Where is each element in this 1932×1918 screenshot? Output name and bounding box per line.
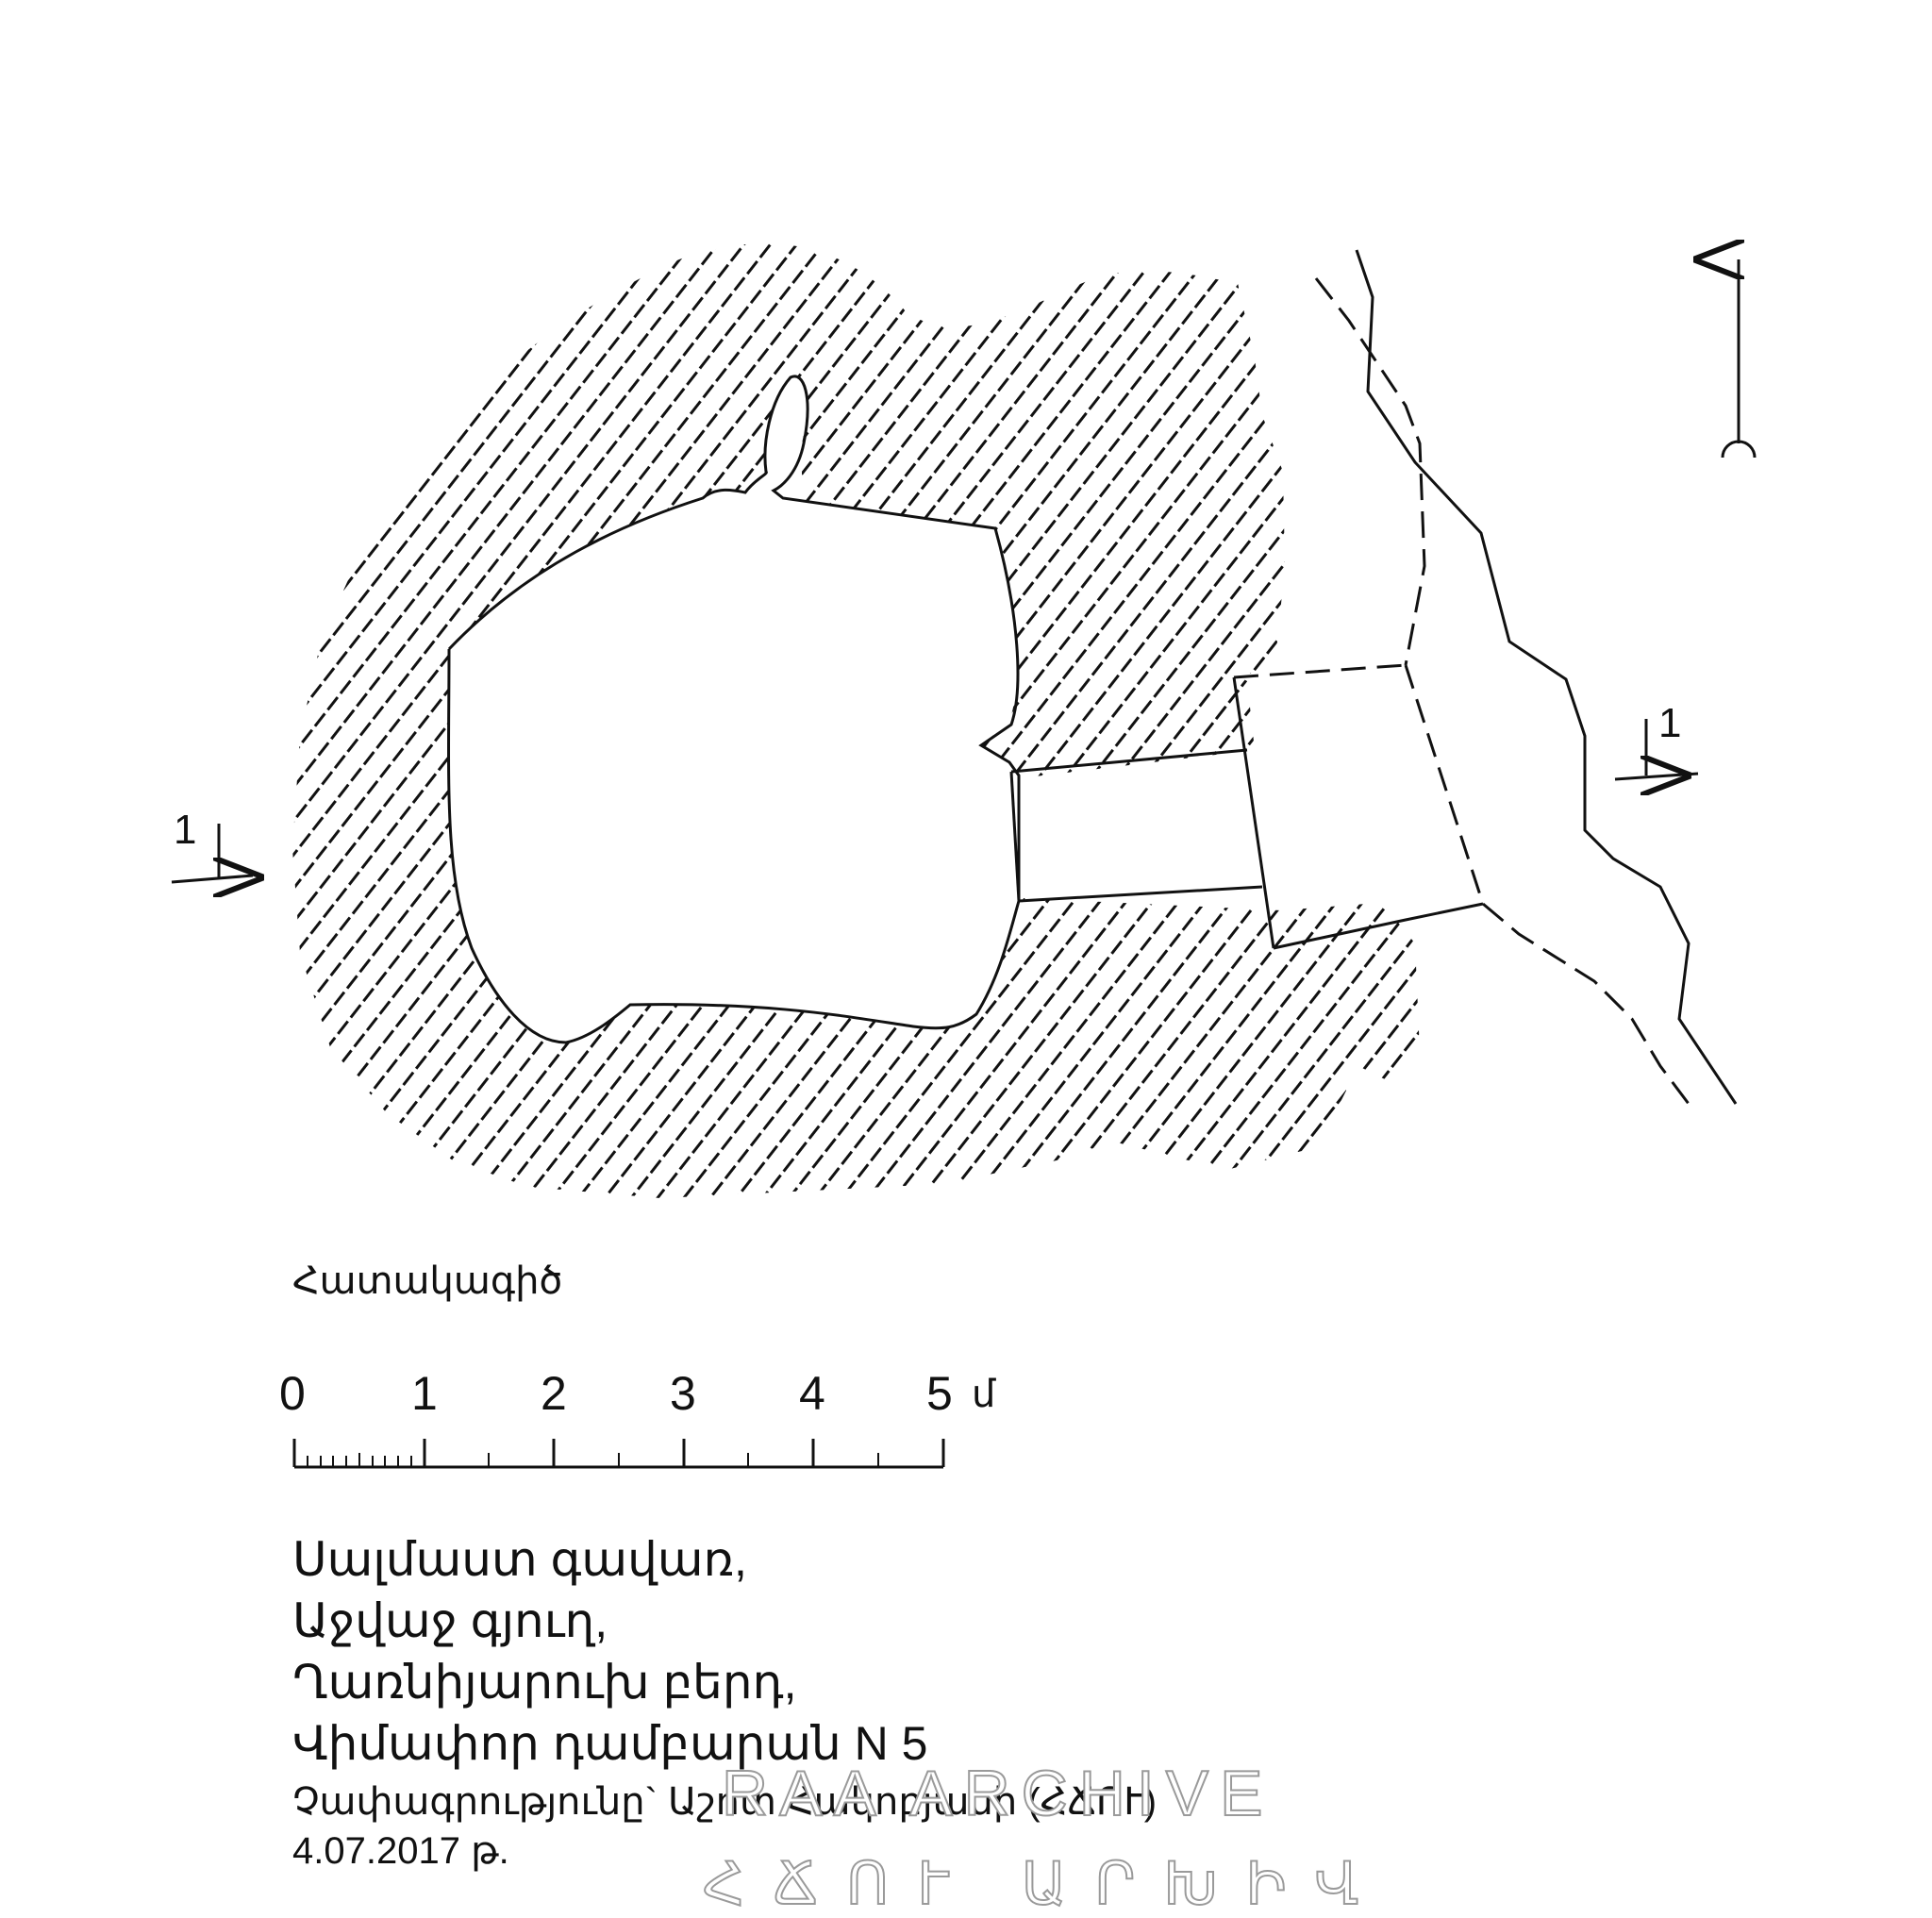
- north-arrow-icon: [1723, 259, 1757, 459]
- watermark-armenian: ՀՃՈՒ ԱՐԽԻՎ: [702, 1851, 1388, 1918]
- title-line-tomb: Վիմափոր դամբարան N 5: [292, 1717, 928, 1770]
- title-line-region: Սալմաստ գավառ,: [292, 1533, 747, 1586]
- scale-tick-label: 5: [926, 1367, 953, 1420]
- scale-tick-label: 0: [279, 1367, 306, 1420]
- credit-line: Չափագրությունը` Աշոտ Հակոբյանի (ՀՃՈՒ): [292, 1781, 1158, 1823]
- section-marker-left: [171, 824, 253, 882]
- plan-caption: Հատակագիծ: [292, 1260, 563, 1302]
- rock-hatching: [292, 243, 1420, 1198]
- title-line-fortress: Ղառնիյարուխ բերդ,: [292, 1656, 797, 1709]
- scale-tick-label: 4: [799, 1367, 825, 1420]
- scale-unit: մ: [972, 1374, 996, 1415]
- forecourt: [1232, 663, 1485, 950]
- section-label-left: 1: [174, 807, 197, 853]
- scale-tick-label: 3: [670, 1367, 696, 1420]
- date-line: 4.07.2017 թ.: [292, 1830, 509, 1872]
- chamber-outline: [447, 375, 1021, 1044]
- cliff-edge-lines: [1314, 249, 1738, 1105]
- title-line-village: Աջվաջ գյուղ,: [292, 1594, 608, 1647]
- scale-tick-label: 1: [411, 1367, 438, 1420]
- scale-bar: [292, 1439, 945, 1469]
- section-label-right: 1: [1658, 700, 1682, 746]
- scale-tick-label: 2: [541, 1367, 567, 1420]
- section-marker-right: [1614, 719, 1699, 779]
- entrance-corridor: [1009, 748, 1263, 903]
- watermark-latin: RAA ARCHIVE: [721, 1757, 1274, 1830]
